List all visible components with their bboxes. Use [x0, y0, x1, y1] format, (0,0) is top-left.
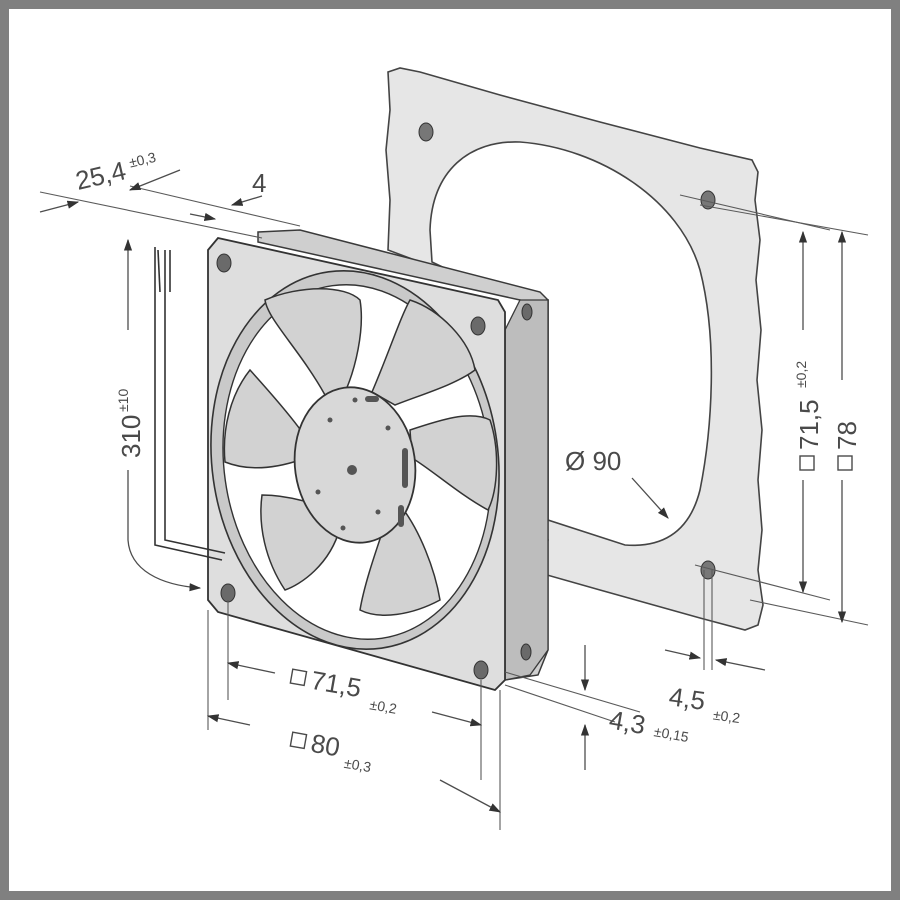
- fan: [154, 229, 549, 692]
- plate-hole-value: 4,5: [667, 681, 707, 716]
- dimension-labels: 25,4 ±0,3 4 310 ±10 71,5 ±0,2 80 ±0,3 4,…: [73, 149, 862, 776]
- cable-length-tolerance: ±10: [115, 389, 131, 412]
- hole-diameter-value: 4,3: [607, 704, 648, 740]
- size-tolerance: ±0,3: [343, 755, 373, 776]
- plate-size-value: 78: [832, 421, 862, 450]
- plate-spacing-value: 71,5: [794, 399, 824, 450]
- fan-hub: [293, 386, 417, 544]
- dimension-lines: [39, 169, 869, 830]
- hub-details: [315, 396, 408, 531]
- flange-value: 4: [252, 168, 266, 198]
- plate-hole-tolerance: ±0,2: [712, 706, 741, 726]
- square-symbol: [289, 668, 308, 687]
- plate-hole-tl: [418, 122, 434, 142]
- hole-diameter-tolerance: ±0,15: [653, 723, 690, 745]
- fan-mount-holes: [216, 253, 533, 680]
- square-symbol: [799, 455, 815, 471]
- size-value: 80: [309, 728, 343, 763]
- plate-cutout: [429, 141, 713, 547]
- mounting-plate: [385, 67, 764, 631]
- fan-dimension-drawing: 25,4 ±0,3 4 310 ±10 71,5 ±0,2 80 ±0,3 4,…: [39, 67, 869, 830]
- square-symbol: [289, 731, 308, 750]
- cutout-diameter: Ø 90: [565, 446, 621, 476]
- depth-value: 25,4: [73, 155, 129, 196]
- square-symbol: [837, 455, 853, 471]
- hole-spacing-tolerance: ±0,2: [368, 696, 398, 717]
- fan-cable: [154, 247, 226, 561]
- cable-length-value: 310: [116, 415, 146, 458]
- depth-tolerance: ±0,3: [127, 149, 157, 171]
- hole-spacing-value: 71,5: [309, 665, 364, 703]
- plate-spacing-tolerance: ±0,2: [793, 361, 809, 388]
